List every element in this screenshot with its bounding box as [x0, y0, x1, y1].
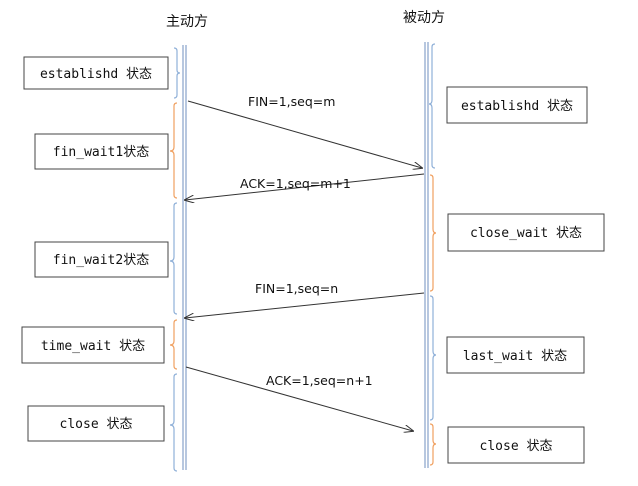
active-state-time-wait: time_wait 状态 [21, 326, 165, 364]
active-side-title: 主动方 [166, 14, 208, 30]
message-label: FIN=1,seq=n [255, 281, 338, 296]
passive-state-close: close 状态 [447, 426, 585, 464]
passive-last-wait-brace [429, 295, 437, 421]
fin1-arrow [187, 100, 422, 168]
active-state-close: close 状态 [27, 405, 165, 442]
passive-state-last-wait: last_wait 状态 [446, 336, 585, 374]
state-label: last_wait 状态 [463, 349, 567, 364]
passive-side-title: 被动方 [403, 10, 445, 26]
active-state-fin-wait1: fin_wait1状态 [34, 133, 169, 170]
active-time-wait-brace [169, 319, 178, 370]
message-label: FIN=1,seq=m [248, 94, 335, 109]
state-label: establishd 状态 [40, 67, 152, 82]
active-lifeline [182, 45, 187, 470]
active-fin-wait2-brace [169, 202, 178, 315]
message-fin1: FIN=1,seq=m [187, 94, 422, 168]
state-label: close_wait 状态 [470, 226, 582, 241]
passive-lifeline [424, 42, 429, 468]
message-fin2: FIN=1,seq=n [185, 281, 425, 318]
state-label: time_wait 状态 [41, 339, 145, 354]
active-established-brace [173, 47, 181, 99]
active-fin-wait1-brace [169, 102, 178, 199]
ack1-arrow [185, 173, 425, 200]
passive-close-brace [429, 423, 437, 466]
message-label: ACK=1,seq=n+1 [266, 373, 373, 388]
passive-close-wait-brace [429, 174, 437, 292]
message-ack2: ACK=1,seq=n+1 [185, 366, 413, 431]
state-label: fin_wait2状态 [53, 253, 149, 268]
active-state-fin-wait2: fin_wait2状态 [34, 241, 169, 278]
message-ack1: ACK=1,seq=m+1 [185, 173, 425, 200]
ack2-arrow [185, 366, 413, 431]
state-label: close 状态 [480, 439, 553, 454]
state-label: close 状态 [60, 417, 133, 432]
passive-state-established: establishd 状态 [446, 86, 588, 124]
passive-state-close-wait: close_wait 状态 [447, 213, 605, 252]
passive-established-brace [428, 43, 436, 169]
active-close-brace [169, 373, 178, 472]
state-label: establishd 状态 [461, 99, 573, 114]
message-label: ACK=1,seq=m+1 [240, 176, 351, 191]
fin2-arrow [185, 292, 425, 318]
state-label: fin_wait1状态 [53, 145, 149, 160]
active-state-established: establishd 状态 [23, 56, 169, 90]
